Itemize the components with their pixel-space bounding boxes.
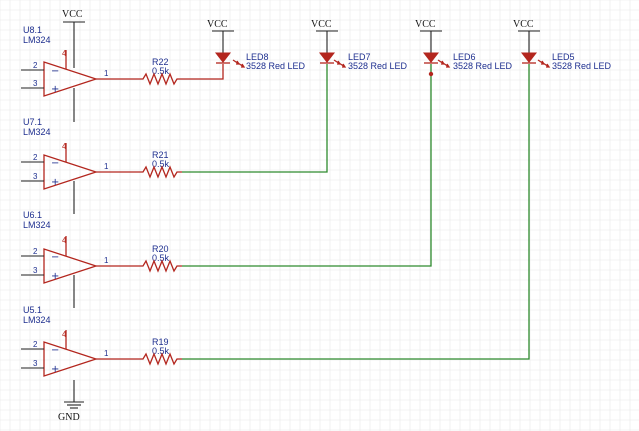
led-vcc-label: VCC [415,19,436,30]
opamp-pin-plus-num: 3 [33,172,38,181]
led-vcc-label: VCC [311,19,332,30]
junction-dot [428,71,434,77]
opamp-pin-out-num: 1 [104,69,109,78]
resistor-ref: R20 [152,244,169,254]
opamp-pin-vcc-num: 4 [62,236,67,245]
opamp-pin-plus-num: 3 [33,79,38,88]
opamp-part: LM324 [23,127,51,137]
resistor-zigzag [138,165,182,179]
resistor-r19: R19 0.5k [138,337,182,366]
led-emission-arrows [333,59,347,68]
opamp-part: LM324 [23,35,51,45]
opamp-pin-out-num: 1 [104,349,109,358]
resistor-r21: R21 0.5k [138,150,182,179]
opamp-pin-plus-num: 3 [33,359,38,368]
led-ref: LED8 [246,52,269,62]
led-vcc-label: VCC [207,19,228,30]
opamp-pin-minus-num: 2 [33,247,38,256]
opamp-pin-out-num: 1 [104,256,109,265]
resistor-zigzag [138,72,182,86]
led-diode [214,52,232,63]
opamp-u7: U7.1 LM324 4 2 3 − + 1 [21,117,138,214]
resistor-r20: R20 0.5k [138,244,182,273]
opamp-pin-minus-num: 2 [33,340,38,349]
plus-sign: + [51,364,59,375]
plus-sign: + [51,177,59,188]
led-ref: LED6 [453,52,476,62]
vcc-label: VCC [62,9,83,20]
opamp-pin-out-num: 1 [104,162,109,171]
resistor-value: 0.5k [152,253,170,263]
opamp-u5: U5.1 LM324 4 2 3 − + 1 [21,305,138,377]
resistor-ref: R19 [152,337,169,347]
vcc-rail-opamps: VCC [62,9,85,34]
led8: VCC LED8 3528 Red LED [207,19,306,71]
resistor-zigzag [138,259,182,273]
opamp-triangle [43,154,99,190]
opamp-pin-minus-num: 2 [33,153,38,162]
led-diode [520,52,538,63]
opamp-u8: U8.1 LM324 4 2 3 − + 1 [21,25,138,122]
led-vcc-label: VCC [513,19,534,30]
opamp-u6: U6.1 LM324 4 2 3 − + 1 [21,210,138,308]
resistor-zigzag [138,352,182,366]
opamp-ref: U5.1 [23,305,42,315]
opamp-triangle [43,61,99,97]
led-part: 3528 Red LED [453,61,513,71]
resistor-value: 0.5k [152,346,170,356]
opamp-pin-minus-num: 2 [33,61,38,70]
gnd-symbol: GND [58,380,84,423]
net-r22-led8 [182,64,224,80]
led-ref: LED5 [552,52,575,62]
resistor-ref: R21 [152,150,169,160]
led-ref: LED7 [348,52,371,62]
led-emission-arrows [232,59,246,68]
resistor-value: 0.5k [152,159,170,169]
gnd-label: GND [58,412,80,423]
led5: VCC LED5 3528 Red LED [513,19,612,71]
opamp-pin-vcc-num: 4 [62,330,67,339]
opamp-pin-plus-num: 3 [33,266,38,275]
led-emission-arrows [437,59,451,68]
opamp-part: LM324 [23,315,51,325]
led-diode [422,52,440,63]
led-emission-arrows [537,59,551,68]
led-part: 3528 Red LED [552,61,612,71]
opamp-triangle [43,248,99,284]
opamp-part: LM324 [23,220,51,230]
minus-sign: − [51,158,59,169]
opamp-ref: U8.1 [23,25,42,35]
plus-sign: + [51,271,59,282]
minus-sign: − [51,66,59,77]
net-r21-led7 [182,64,328,173]
led6: VCC LED6 3528 Red LED [415,19,513,71]
minus-sign: − [51,252,59,263]
opamp-triangle [43,341,99,377]
led-part: 3528 Red LED [246,61,306,71]
opamp-ref: U6.1 [23,210,42,220]
opamp-ref: U7.1 [23,117,42,127]
led-diode [318,52,336,63]
net-r20-led6 [182,64,434,267]
resistor-r22: R22 0.5k [138,57,182,86]
net-r19-led5 [182,64,530,360]
minus-sign: − [51,345,59,356]
led7: VCC LED7 3528 Red LED [311,19,408,71]
plus-sign: + [51,84,59,95]
led-part: 3528 Red LED [348,61,408,71]
opamp-pin-vcc-num: 4 [62,142,67,151]
resistor-value: 0.5k [152,66,170,76]
opamp-pin-vcc-num: 4 [62,49,67,58]
resistor-ref: R22 [152,57,169,67]
